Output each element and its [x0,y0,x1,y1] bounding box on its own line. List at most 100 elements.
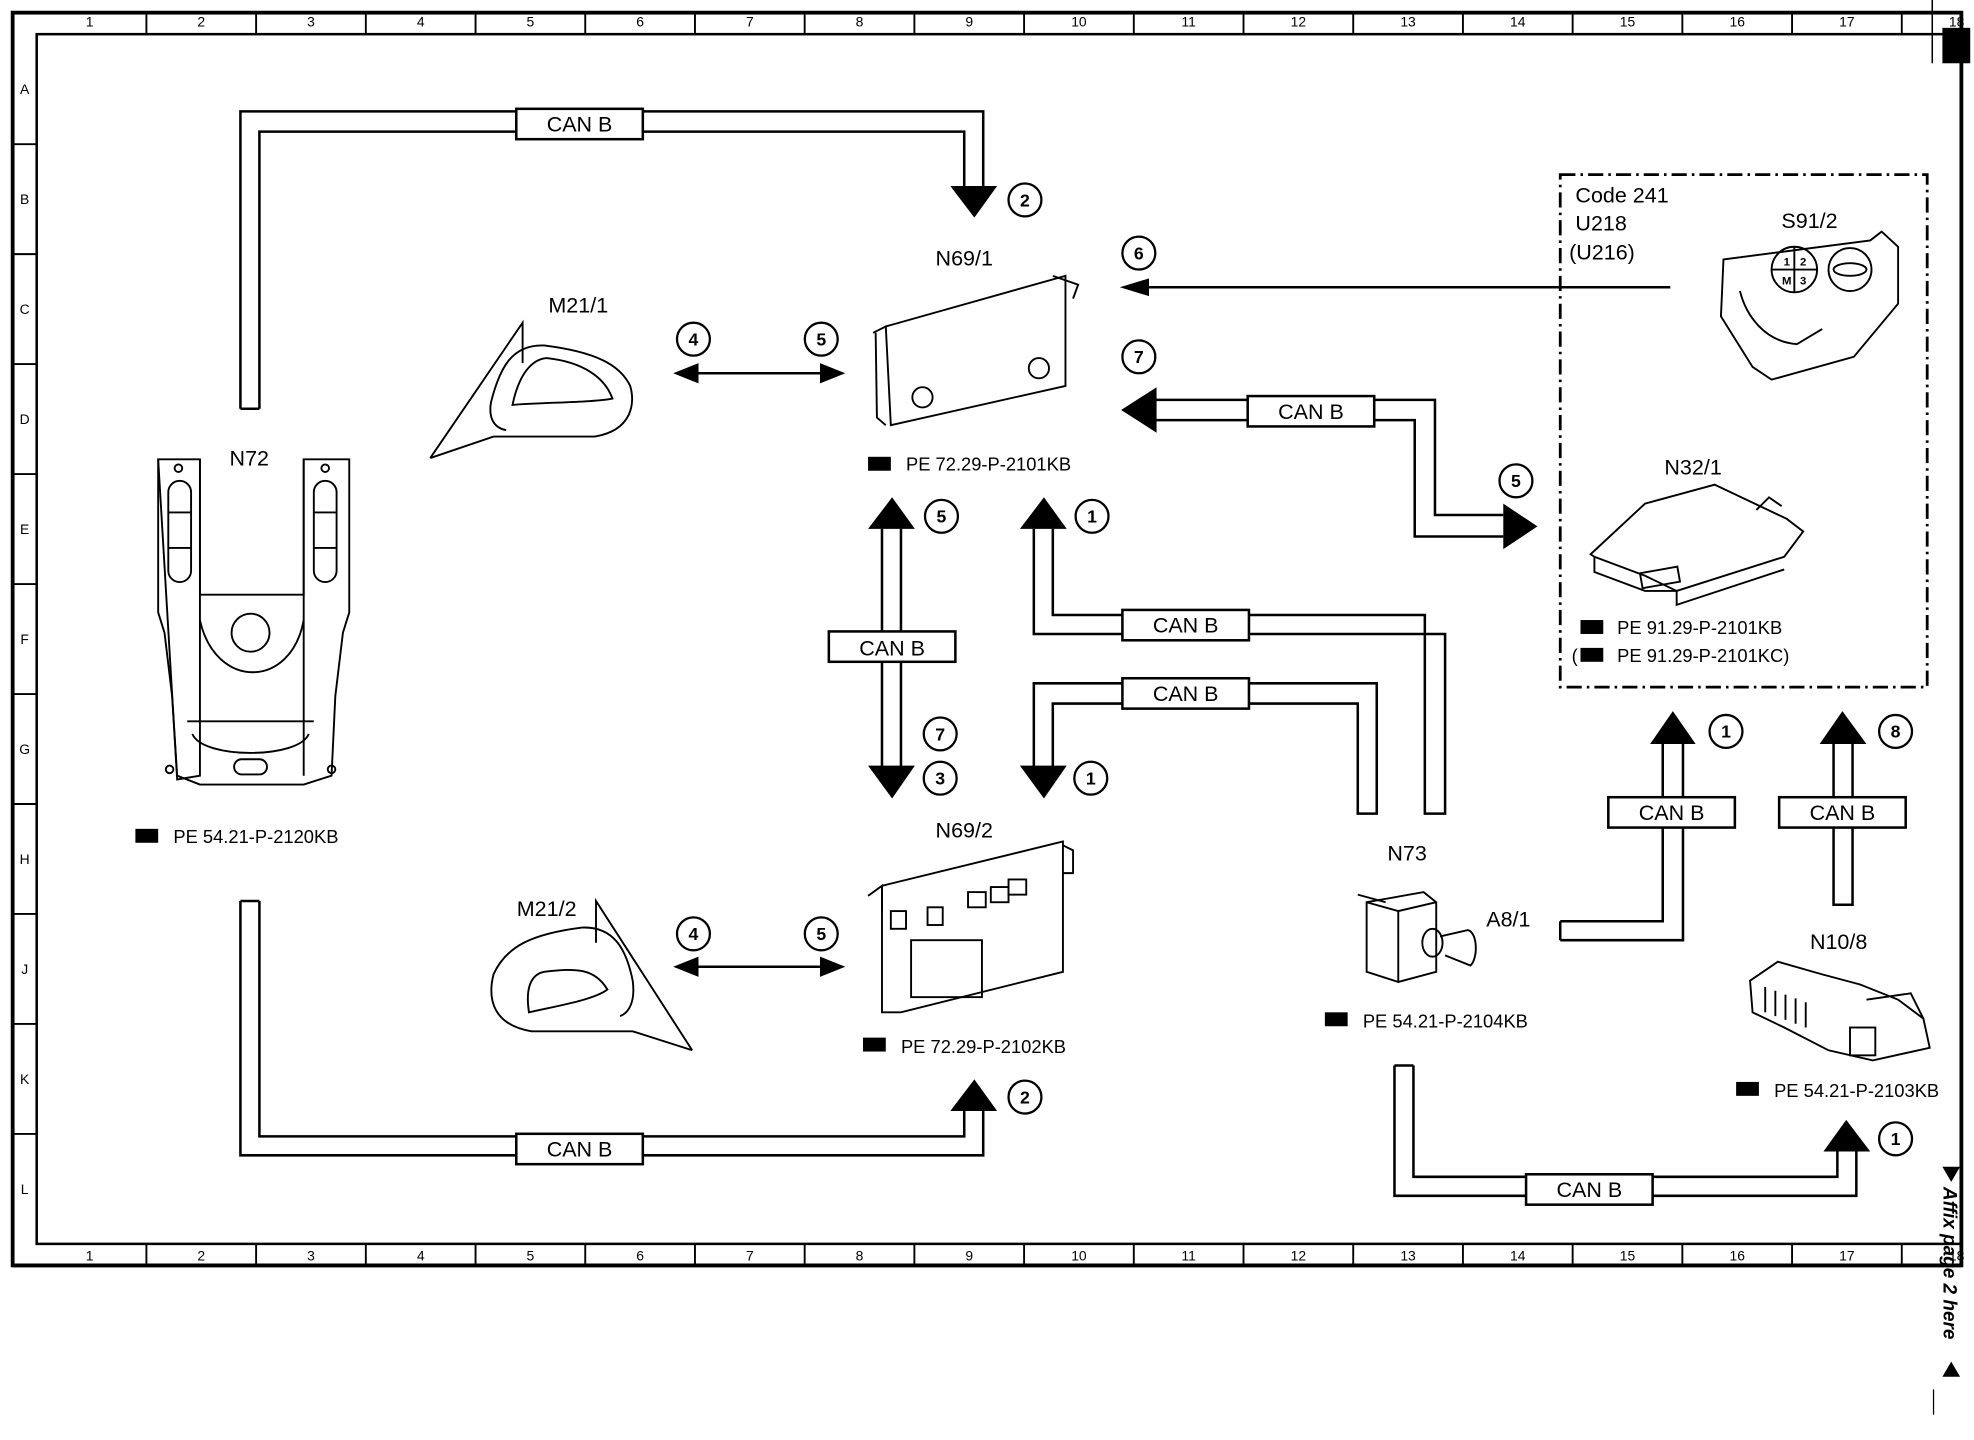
n72-control-panel-icon [157,458,351,786]
svg-text:M: M [1782,276,1791,288]
ignition-switch-icon [1357,891,1477,983]
n73-component: N73 A8/1 PE 54.21-P-2104KB [1324,841,1530,1032]
svg-text:2: 2 [1020,1087,1030,1107]
can-bus-n73-to-n32-1: CAN B 1 [1558,711,1744,942]
svg-text:1: 1 [1087,507,1097,527]
pointing-hand-icon [135,828,159,843]
can-bus-n10-8-to-n32-1: CAN B 8 [1777,711,1914,907]
svg-text:5: 5 [816,924,826,944]
svg-text:Code 241: Code 241 [1575,183,1668,207]
svg-text:PE 72.29-P-2102KB: PE 72.29-P-2102KB [901,1036,1066,1057]
svg-text:6: 6 [1134,243,1144,263]
column-label: 16 [1729,1247,1745,1263]
svg-text:PE 54.21-P-2104KB: PE 54.21-P-2104KB [1363,1011,1528,1032]
column-label: 1 [86,1247,94,1263]
row-label: K [20,1071,30,1087]
bidirectional-arrow-2 [673,956,846,977]
svg-text:(: ( [1572,645,1578,666]
svg-text:5: 5 [937,507,947,527]
can-bus-n72-to-n69-2: CAN B [239,899,998,1166]
svg-text:(U216): (U216) [1569,240,1635,264]
m21-1-component: M21/1 4 5 [429,294,846,459]
column-label: 17 [1839,14,1855,30]
optional-equipment-box: Code 241 U218 (U216) [1558,173,1929,689]
column-label: 4 [417,14,425,30]
callout-4: 4 [675,321,712,357]
svg-text:1: 1 [1721,722,1731,742]
door-control-module-icon [867,840,1075,1014]
affix-page-note: Affix page 2 here [1932,1166,1961,1415]
svg-text:N32/1: N32/1 [1664,456,1721,480]
column-label: 15 [1620,14,1636,30]
can-b-label: CAN B [547,113,613,137]
svg-text:2: 2 [1020,190,1030,210]
seat-adjustment-switch-icon [1719,230,1900,381]
m21-2-component: M21/2 4 5 [490,897,846,1052]
column-label: 12 [1291,14,1307,30]
column-label: 7 [746,1247,754,1263]
column-label: 11 [1181,14,1196,30]
side-mirror-icon [429,319,634,459]
can-bus-n73-to-n10-8: CAN B 1 [1393,1064,1914,1206]
column-label: 12 [1291,1247,1307,1263]
column-label: 14 [1510,14,1526,30]
column-label: 3 [307,14,315,30]
column-label: 7 [746,14,754,30]
side-mirror-icon [490,897,693,1052]
row-label: H [20,851,30,867]
n10-8-ref: PE 54.21-P-2103KB [1736,1080,1939,1101]
pointing-hand-icon [863,1037,886,1052]
can-bus-n69-1-to-n69-2: CAN B 5 7 3 [827,497,960,799]
s91-2-component: S91/2 1 2 M 3 [1719,209,1900,381]
pointing-hand-icon [1324,1012,1348,1027]
pointing-hand-icon [1580,647,1604,662]
svg-text:N10/8: N10/8 [1810,930,1867,954]
svg-text:1: 1 [1784,257,1791,269]
n69-1-component: N69/1 PE 72.29-P-2101KB [868,247,1080,475]
drawing-frame [10,10,1964,1268]
svg-text:PE 72.29-P-2101KB: PE 72.29-P-2101KB [906,454,1071,475]
column-label: 16 [1729,14,1745,30]
signal-line-6: 6 [1119,235,1671,297]
column-label: 5 [527,1247,535,1263]
svg-text:M21/1: M21/1 [548,294,608,318]
svg-text:PE 54.21-P-2120KB: PE 54.21-P-2120KB [173,826,338,847]
column-label: 15 [1620,1247,1636,1263]
n32-1-ref-alt: ( PE 91.29-P-2101KC) [1572,645,1790,666]
column-label: 18 [1949,14,1965,30]
n72-ref: PE 54.21-P-2120KB [135,826,338,847]
can-bus-n72-to-n69-1: CAN B [239,107,998,410]
svg-text:N69/2: N69/2 [936,819,993,843]
n72-label: N72 [230,447,269,471]
column-label: 17 [1839,1247,1855,1263]
pointing-hand-icon [1580,620,1604,634]
n72-component: N72 PE 54.21-P-2120KB [135,447,351,847]
svg-text:7: 7 [1134,347,1144,367]
column-label: 8 [856,14,864,30]
column-label: 4 [417,1247,425,1263]
svg-text:U218: U218 [1575,211,1626,235]
column-label: 2 [197,1247,205,1263]
svg-text:CAN B: CAN B [1278,400,1344,424]
row-label: B [20,191,29,207]
callout-5: 5 [803,321,839,357]
column-label: 13 [1400,1247,1416,1263]
row-label: A [20,81,30,97]
svg-text:CAN B: CAN B [547,1138,613,1162]
svg-text:5: 5 [816,329,826,349]
svg-text:CAN B: CAN B [1639,801,1705,825]
svg-text:CAN B: CAN B [1153,614,1219,638]
n73-ref: PE 54.21-P-2104KB [1324,1011,1528,1032]
svg-text:4: 4 [689,924,699,944]
column-label: 2 [197,14,205,30]
row-label: E [20,521,29,537]
svg-text:N73: N73 [1387,841,1426,865]
column-label: 10 [1071,14,1087,30]
svg-text:1: 1 [1086,769,1096,789]
svg-text:PE 91.29-P-2101KC): PE 91.29-P-2101KC) [1617,645,1789,666]
row-label: D [20,411,30,427]
column-label: 13 [1400,14,1416,30]
